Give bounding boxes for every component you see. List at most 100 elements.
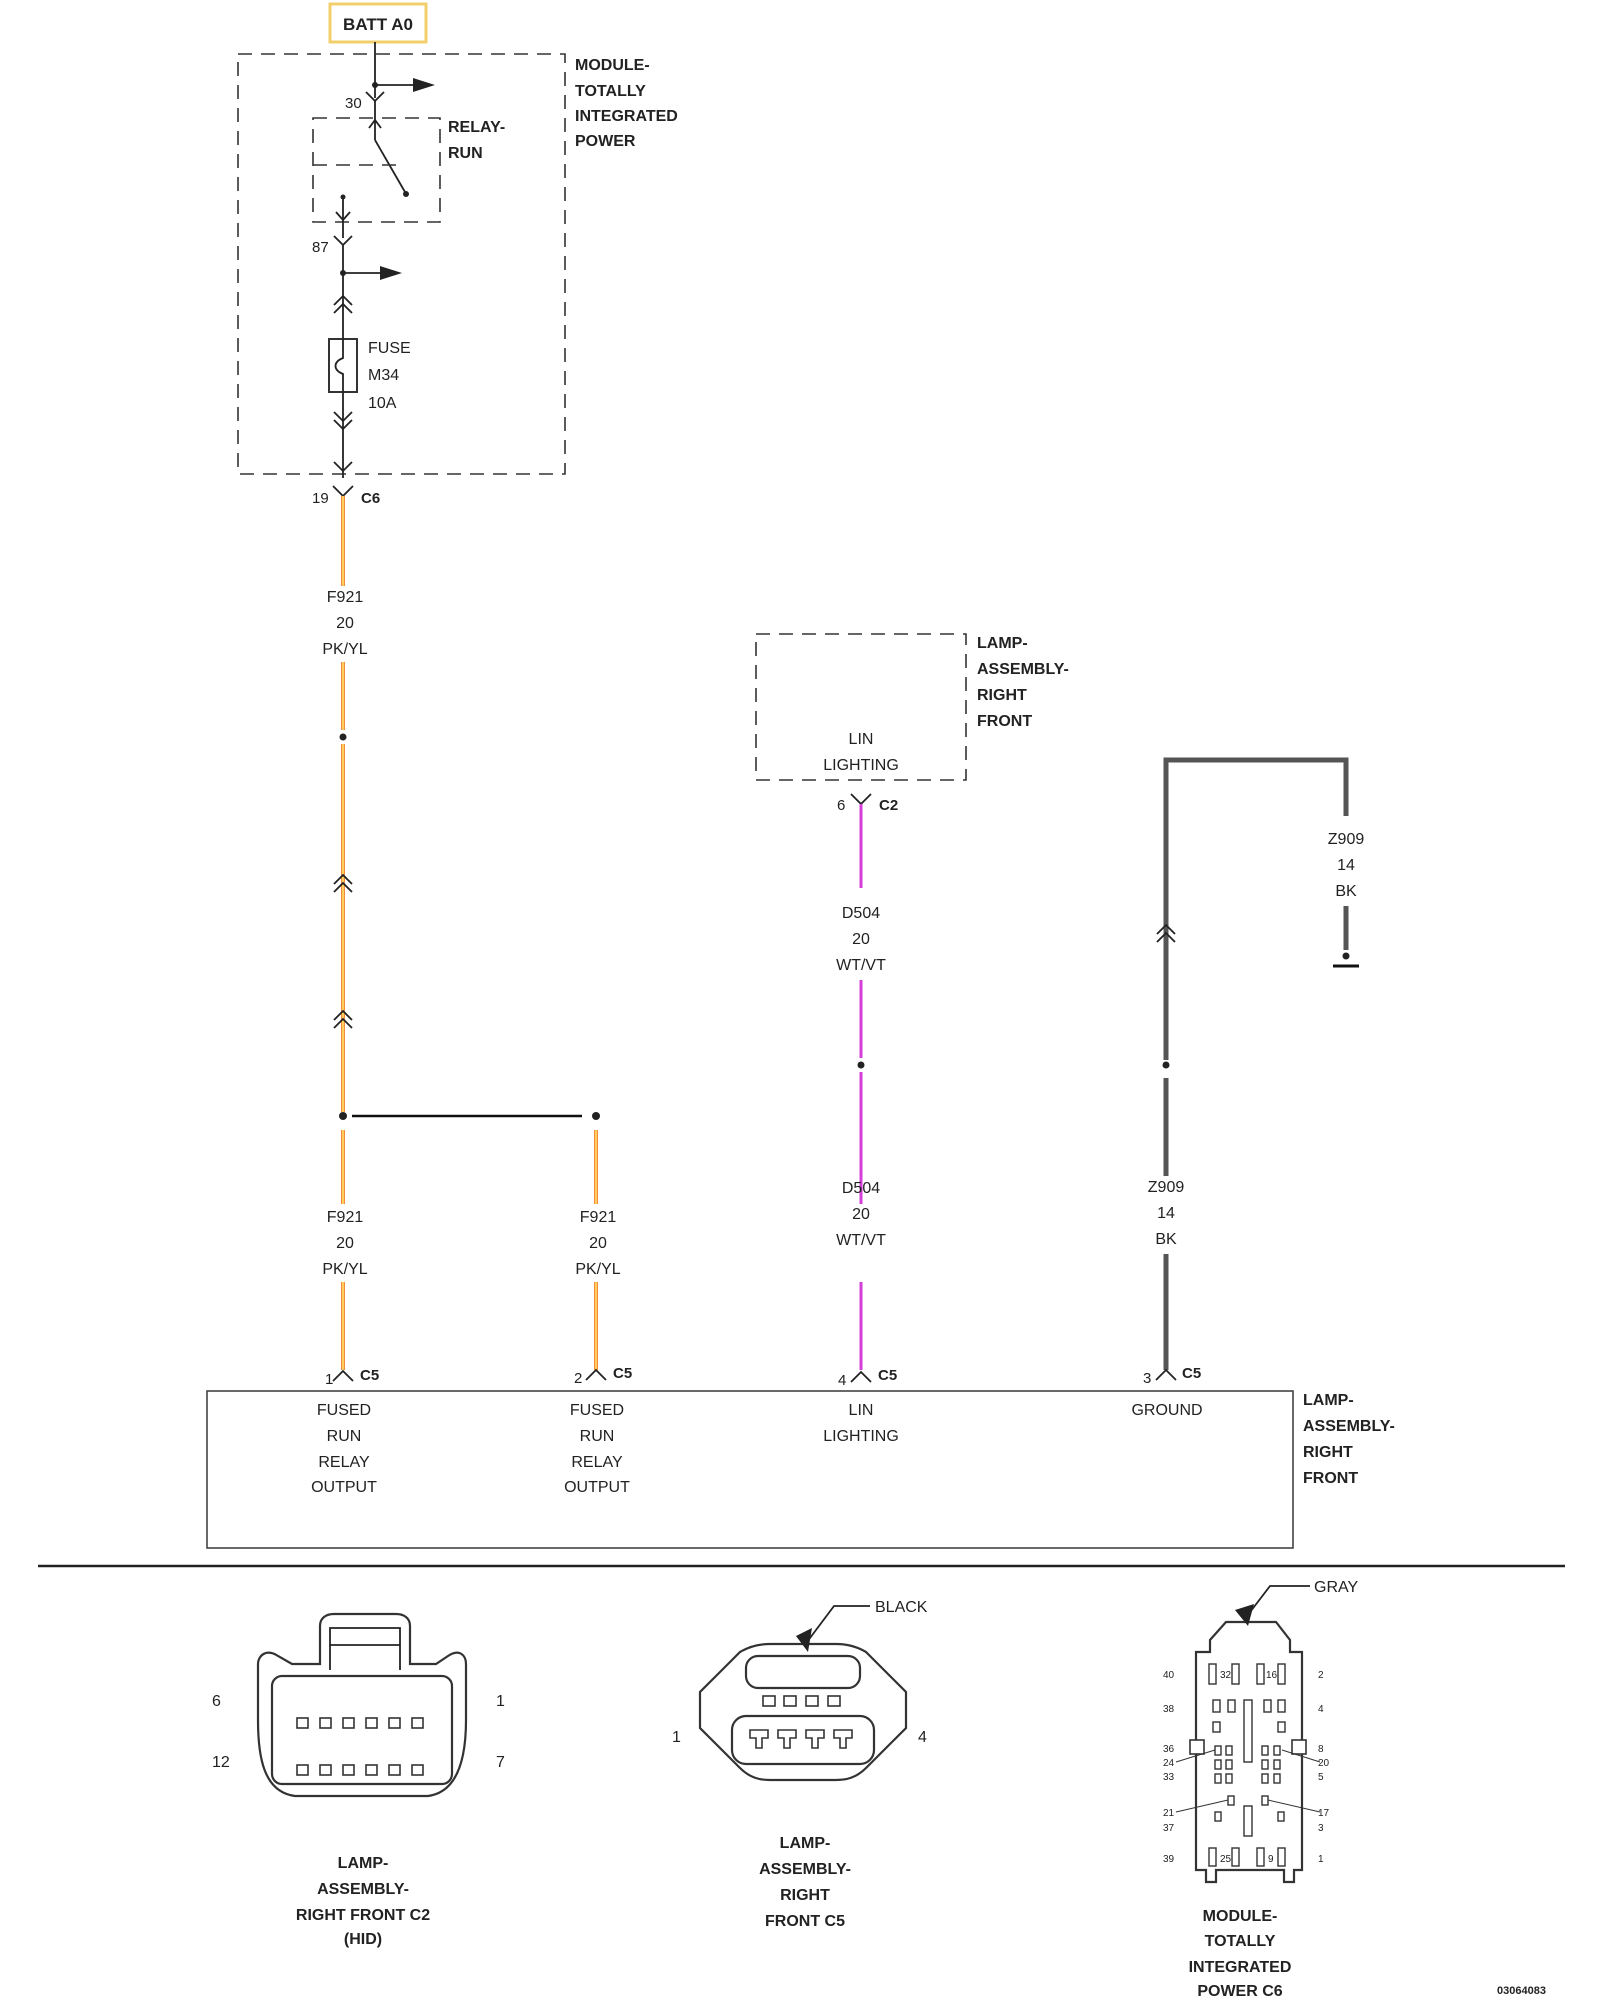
fuse-line-3: 10A [368, 395, 397, 412]
c5-view-caption-3: RIGHT [780, 1887, 830, 1904]
c5-pin3-func-1: GROUND [1131, 1402, 1202, 1419]
wire-z909-right-circuit: Z909 [1328, 831, 1365, 848]
lamp-c5-title-1: LAMP- [1303, 1392, 1354, 1409]
wire-d504-upper-gauge: 20 [852, 931, 870, 948]
module-exit-arrow-icon [333, 461, 353, 473]
tipm-title-1: MODULE- [575, 57, 650, 74]
c5-name-label-2: C5 [613, 1365, 632, 1382]
c2-view-pin-12: 12 [212, 1754, 230, 1771]
relay-title-1: RELAY- [448, 119, 505, 136]
lamp-c5-title-2: ASSEMBLY- [1303, 1418, 1395, 1435]
c5-pin2-func-3: RELAY [571, 1454, 623, 1471]
inline-connector-icon [333, 873, 353, 885]
wire-z909-lower-circuit: Z909 [1148, 1179, 1185, 1196]
c6-view-caption-1: MODULE- [1203, 1908, 1278, 1925]
c6-pin-label: 19 [312, 490, 329, 507]
c5-view-pin-1: 1 [672, 1729, 681, 1746]
pin-30-label: 30 [345, 95, 362, 112]
c6-view-pin-8: 8 [1318, 1744, 1324, 1755]
tipm-title-3: INTEGRATED [575, 108, 678, 125]
c6-view-pin-2: 2 [1318, 1670, 1324, 1681]
tipm-module-outline [237, 53, 566, 475]
wire-z909-lower-color: BK [1155, 1231, 1177, 1248]
c6-view-pin-33: 33 [1163, 1772, 1175, 1783]
wire-f921-pin2-circuit: F921 [580, 1209, 617, 1226]
c5-pin1-func-2: RUN [327, 1428, 362, 1445]
c5-view-color: BLACK [875, 1599, 928, 1616]
c5-name-label-4: C5 [1182, 1365, 1201, 1382]
c5-pin3-label: 3 [1143, 1370, 1151, 1387]
c5-name-label-1: C5 [360, 1367, 379, 1384]
lamp-c2-outline [755, 633, 967, 781]
c6-view-pin-17: 17 [1318, 1808, 1330, 1819]
lamp-c5-title-4: FRONT [1303, 1470, 1358, 1487]
document-number: 03064083 [1497, 1985, 1546, 1997]
c6-view-pin-3: 3 [1318, 1823, 1324, 1834]
c2-view-pin-6: 6 [212, 1693, 221, 1710]
c2-name-label: C2 [879, 797, 898, 814]
wire-f921-upper-color: PK/YL [322, 641, 367, 658]
relay-title-2: RUN [448, 145, 483, 162]
c6-view-caption-3: INTEGRATED [1189, 1959, 1292, 1976]
c6-view-caption-2: TOTALLY [1205, 1933, 1276, 1950]
label-gap [1156, 1176, 1176, 1254]
fuse-in-connector-icon [333, 294, 353, 306]
splice-node-2 [592, 1112, 600, 1120]
c6-view-pin-38: 38 [1163, 1704, 1175, 1715]
wire-z909 [1163, 757, 1349, 1370]
lamp-c2-title-2: ASSEMBLY- [977, 661, 1069, 678]
batt-label: BATT A0 [343, 15, 413, 34]
lamp-c5-component-box [206, 1390, 1294, 1549]
splice-dot-4 [857, 1061, 865, 1069]
c2-pin-label: 6 [837, 797, 845, 814]
lamp-c2-func-2: LIGHTING [823, 757, 899, 774]
c5-pin4-connector-icon [850, 1370, 872, 1383]
relay-switch-blade [374, 139, 406, 193]
c6-view-pin-16: 16 [1266, 1670, 1278, 1681]
c6-view-pin-40: 40 [1163, 1670, 1175, 1681]
c5-pin1-connector-icon [332, 1369, 354, 1382]
splice-dot-5 [1162, 1061, 1170, 1069]
c5-pin4-label: 4 [838, 1372, 846, 1389]
splice-node [339, 1112, 347, 1120]
fuse-out-connector-icon-2 [333, 419, 353, 431]
c5-name-label-3: C5 [878, 1367, 897, 1384]
c5-connector-view [698, 1605, 908, 1782]
wire-z909-right-gauge: 14 [1337, 857, 1355, 874]
c6-view-pin-5: 5 [1318, 1772, 1324, 1783]
c5-pin2-connector-icon [585, 1368, 607, 1381]
wire-d504-upper-color: WT/VT [836, 957, 886, 974]
fuse-element-icon [334, 335, 344, 396]
lamp-c2-title-1: LAMP- [977, 635, 1028, 652]
c5-pin1-func-1: FUSED [317, 1402, 371, 1419]
relay-arrow-icon [368, 118, 382, 129]
lamp-c2-func-1: LIN [849, 731, 874, 748]
c6-connector-view [1175, 1585, 1321, 1884]
c6-view-pin-9: 9 [1268, 1854, 1274, 1865]
c6-view-pin-37: 37 [1163, 1823, 1175, 1834]
c6-view-pin-36: 36 [1163, 1744, 1175, 1755]
batt-box [328, 2, 428, 44]
wire-d504-lower-gauge: 20 [852, 1206, 870, 1223]
ground-dot [1342, 952, 1350, 960]
inline-connector-icon-4 [333, 1017, 353, 1029]
arrow-right-icon-2 [380, 266, 402, 280]
c5-view-caption-1: LAMP- [780, 1835, 831, 1852]
wire-f921-pin1-gauge: 20 [336, 1235, 354, 1252]
relay-contact-dot [403, 191, 409, 197]
c6-view-color: GRAY [1314, 1579, 1358, 1596]
relay-outline [312, 117, 441, 223]
wire-f921-pin2-color: PK/YL [575, 1261, 620, 1278]
c2-view-caption-2: ASSEMBLY- [317, 1881, 409, 1898]
c5-pin4-func-1: LIN [849, 1402, 874, 1419]
c5-pin2-func-4: OUTPUT [564, 1479, 630, 1496]
pin-87-label: 87 [312, 239, 329, 256]
fuse-line-1: FUSE [368, 340, 411, 357]
c6-view-pin-4: 4 [1318, 1704, 1324, 1715]
fuse-out-connector-icon [333, 411, 353, 423]
relay-out-arrow-icon [335, 211, 351, 222]
lamp-c2-title-4: FRONT [977, 713, 1032, 730]
c6-view-pin-39: 39 [1163, 1854, 1175, 1865]
c6-name-label: C6 [361, 490, 380, 507]
c5-pin1-label: 1 [325, 1371, 333, 1388]
